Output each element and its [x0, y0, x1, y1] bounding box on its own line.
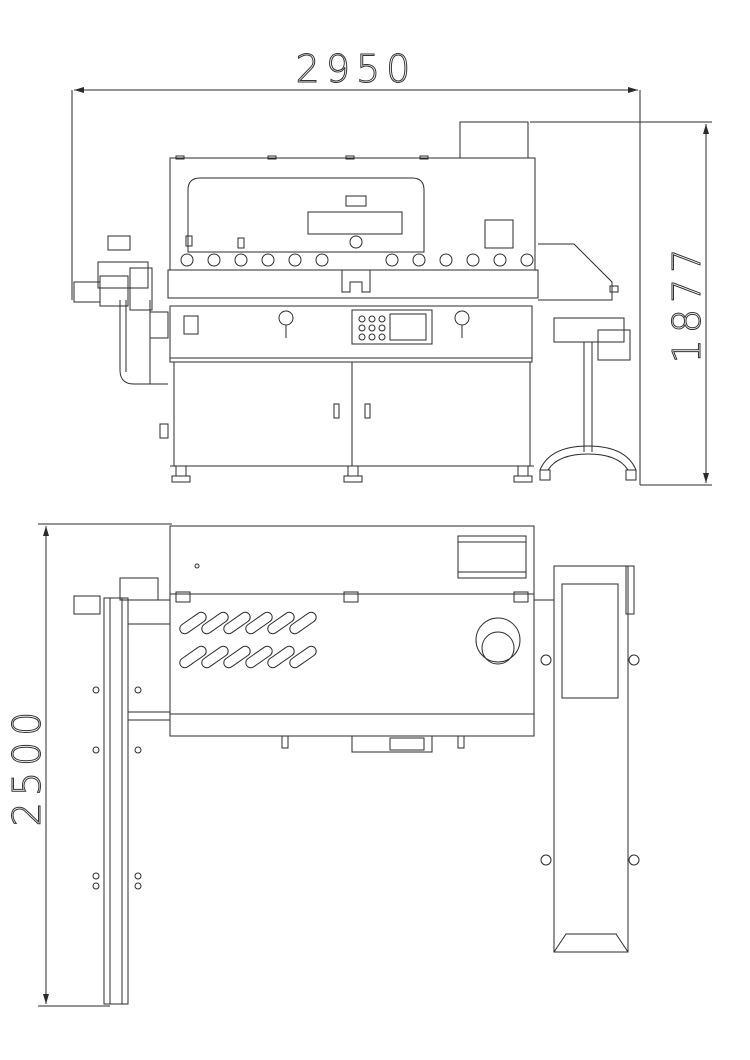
- depth-dimension-label: 2500: [5, 706, 49, 827]
- round-port: [475, 617, 521, 663]
- handwheel-right: [454, 310, 470, 326]
- front-view: [73, 121, 637, 483]
- width-dimension-label: 2950: [296, 47, 417, 91]
- control-panel: [351, 309, 433, 345]
- top-view: [73, 525, 640, 1005]
- height-dimension-label: 1877: [665, 243, 709, 364]
- right-conveyor: [534, 565, 640, 953]
- machine-hood: [169, 157, 536, 271]
- left-feeder: [73, 235, 169, 439]
- handwheel-left: [278, 310, 294, 326]
- left-conveyor: [73, 577, 171, 1005]
- viewing-window: [187, 177, 425, 253]
- width-dimension: 2950: [71, 47, 641, 485]
- switch-box: [183, 315, 199, 335]
- depth-dimension: 2500: [5, 523, 172, 1007]
- control-band: [169, 305, 533, 363]
- top-exhaust-box: [457, 535, 527, 579]
- top-control-panel: [351, 735, 433, 753]
- exhaust-box: [459, 121, 529, 159]
- height-dimension: 1877: [530, 121, 712, 486]
- roller-slots: [179, 611, 317, 669]
- leveling-feet: [171, 465, 533, 483]
- roller-row: [180, 253, 534, 267]
- right-stand: [538, 243, 637, 481]
